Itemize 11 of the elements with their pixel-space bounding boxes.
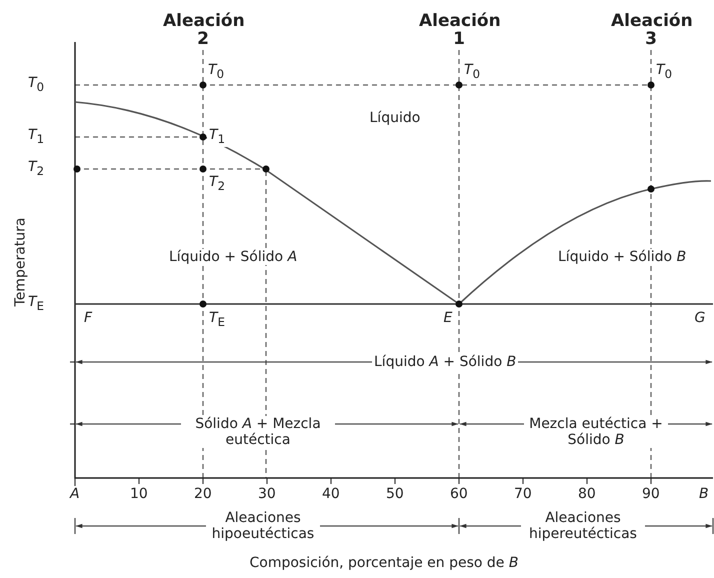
region-label: Sólido A + Mezcla eutéctica <box>181 416 335 448</box>
region-label: Líquido + Sólido A <box>167 249 300 265</box>
region-label: Líquido A + Sólido B <box>372 354 518 370</box>
axis-title: Temperatura <box>12 216 28 308</box>
axis-title: Composición, porcentaje en peso de B <box>248 555 520 571</box>
range-label: Aleaciones hipereutécticas <box>521 510 645 542</box>
region-label: Mezcla eutéctica + Sólido B <box>524 416 668 448</box>
region-label: Líquido <box>368 110 422 126</box>
temperature-label: T$_{1}$ <box>207 127 227 147</box>
region-label: Líquido + Sólido B <box>556 249 688 265</box>
range-label: Aleaciones hipoeutécticas <box>206 510 320 542</box>
